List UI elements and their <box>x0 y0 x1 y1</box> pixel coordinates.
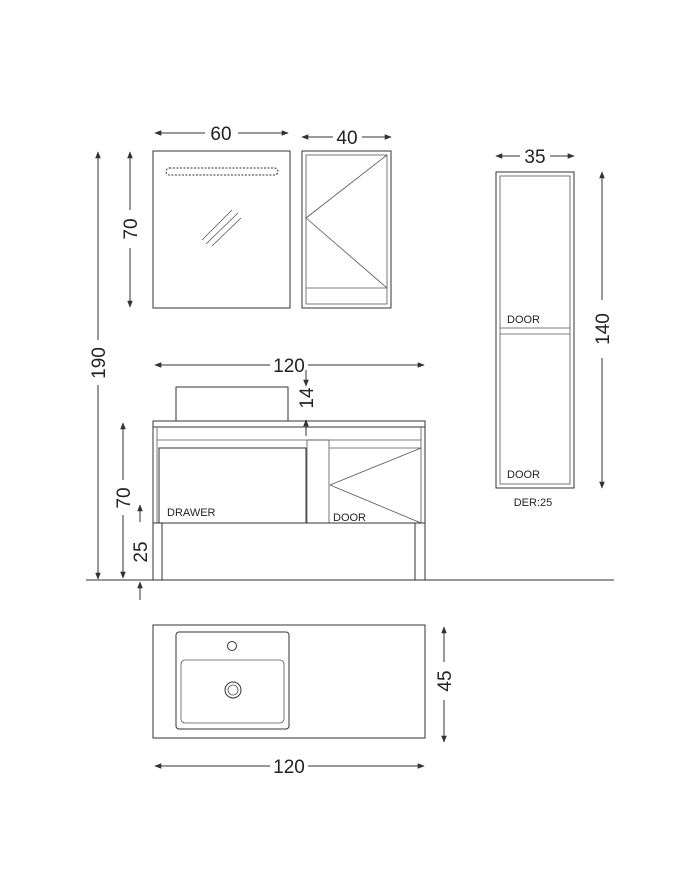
faucet-hole <box>227 641 237 651</box>
dim-basin-height: 14 <box>297 387 318 409</box>
dim-mirror-width: 60 <box>210 124 231 145</box>
side-cabinet <box>301 150 392 309</box>
center-divider <box>306 439 330 524</box>
top-view <box>152 624 426 739</box>
vessel-basin <box>175 386 289 422</box>
dim-vanity-height: 70 <box>114 487 135 508</box>
dimension-lines <box>95 130 605 769</box>
dim-top-depth: 45 <box>435 670 456 691</box>
label-door-vanity: DOOR <box>333 512 366 524</box>
label-door-tall-top: DOOR <box>507 314 540 326</box>
vanity <box>152 386 426 580</box>
dim-tall-width: 35 <box>524 147 545 168</box>
label-depth-note: DER:25 <box>514 497 553 509</box>
dim-tall-height: 140 <box>593 313 614 345</box>
dim-mirror-height: 70 <box>121 218 142 239</box>
dim-top-width: 120 <box>273 757 305 778</box>
dim-vanity-width: 120 <box>273 356 305 377</box>
drain-outer <box>224 681 242 699</box>
dim-total-height: 190 <box>89 347 110 379</box>
tall-cabinet <box>495 171 575 489</box>
vanity-top <box>152 420 426 428</box>
label-drawer: DRAWER <box>167 507 216 519</box>
mirror <box>152 150 291 309</box>
mirror-led-strip <box>165 167 279 176</box>
dim-leg-height: 25 <box>131 541 152 562</box>
label-door-tall-bottom: DOOR <box>507 469 540 481</box>
drain-inner <box>227 684 239 696</box>
dim-cabinet-width: 40 <box>336 128 357 149</box>
